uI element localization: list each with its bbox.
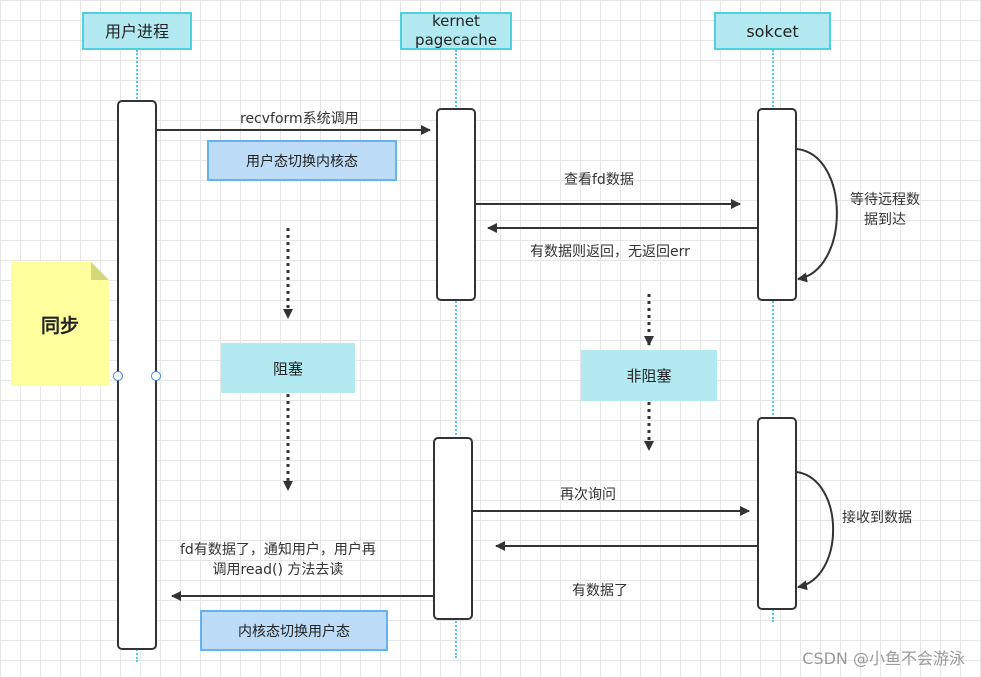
lifeline-socket — [772, 50, 774, 622]
activation-kernel-2[interactable] — [433, 437, 473, 620]
label-recvform: recvform系统调用 — [240, 111, 359, 127]
label-wait-remote: 等待远程数 据到达 — [850, 192, 920, 228]
label-check-fd: 查看fd数据 — [564, 172, 634, 188]
note-blocking[interactable]: 阻塞 — [221, 343, 355, 393]
label-notify-user: fd有数据了，通知用户，用户再 调用read() 方法去读 — [180, 542, 376, 578]
note-user-to-kernel[interactable]: 用户态切换内核态 — [207, 140, 397, 181]
participant-kernel[interactable]: kernet pagecache — [400, 12, 512, 50]
sync-note-shape — [11, 262, 109, 386]
label-ask-again: 再次询问 — [560, 487, 616, 503]
sync-note-label[interactable]: 同步 — [40, 314, 79, 337]
selection-handle-left[interactable] — [113, 371, 123, 381]
watermark: CSDN @小鱼不会游泳 — [802, 649, 965, 668]
label-return-or-err: 有数据则返回，无返回err — [530, 244, 690, 260]
note-non-blocking[interactable]: 非阻塞 — [581, 350, 717, 401]
activation-socket-1[interactable] — [757, 108, 797, 301]
participant-socket[interactable]: sokcet — [714, 12, 831, 50]
activation-socket-2[interactable] — [757, 417, 797, 610]
arrow-self-wait — [796, 148, 838, 283]
note-kernel-to-user[interactable]: 内核态切换用户态 — [200, 610, 388, 651]
selection-handle-right[interactable] — [151, 371, 161, 381]
activation-kernel-1[interactable] — [436, 108, 476, 301]
arrow-self-receive — [796, 471, 835, 591]
label-has-data: 有数据了 — [572, 583, 628, 599]
participant-user-process[interactable]: 用户进程 — [82, 12, 192, 50]
label-receive-data: 接收到数据 — [842, 510, 912, 526]
lifeline-kernel — [455, 50, 457, 658]
